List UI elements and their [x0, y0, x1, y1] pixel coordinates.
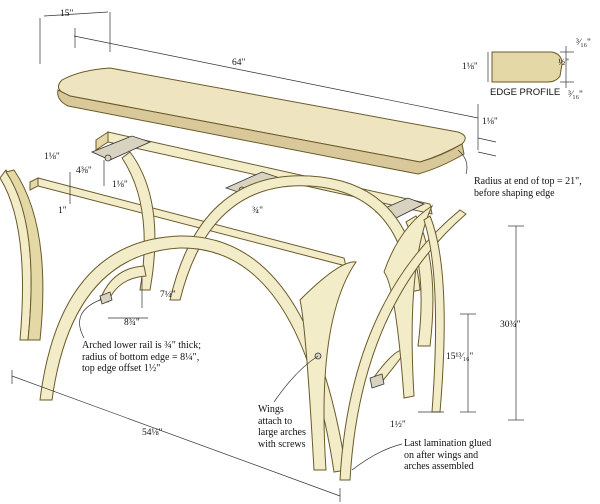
lamination-note-line-2: on after wings and [404, 449, 479, 461]
arched-lower-rail [99, 265, 147, 305]
overall-length-label: 54⅛" [142, 428, 163, 438]
top-dimension-lines [39, 11, 497, 157]
center-tab-label: ¾" [252, 206, 264, 216]
top-length-label: 64" [232, 58, 246, 68]
radius-note-line-2: before shaping edge [474, 187, 555, 199]
table-top [57, 67, 466, 175]
top-thickness-label: 1⅛" [482, 117, 498, 127]
note-leaders [79, 149, 468, 471]
rail-width-label: 1⅛" [112, 180, 128, 190]
edge-profile-top-step: ³⁄₁₆" [576, 38, 591, 48]
edge-profile-middle: ½" [558, 58, 570, 68]
lower-rail-note-line-3: top edge offset 1½" [82, 363, 161, 374]
edge-profile-thickness: 1⅛" [462, 62, 478, 72]
rail-height-label: 4⅜" [76, 166, 92, 176]
wings-note: Wings attach to large arches with screws [258, 404, 306, 450]
front-left-leg [0, 169, 44, 341]
lamination-note-line-1: Last lamination glued [404, 438, 492, 449]
back-right-wing [383, 204, 434, 399]
wings-note-line-1: Wings [258, 404, 284, 415]
edge-profile-drawing [487, 46, 574, 88]
rail-thickness-label: 1⅛" [44, 152, 60, 162]
edge-profile-title: EDGE PROFILE [490, 87, 561, 98]
wing-height-label: 15¹³⁄₁₆" [446, 352, 474, 362]
arch-height-label: 7¼" [160, 290, 176, 300]
wings-note-line-4: with screws [258, 438, 306, 450]
top-width-label: 15" [60, 9, 74, 19]
lower-rail-note-line-2: radius of bottom edge = 8¼", [82, 351, 200, 363]
edge-profile-bottom-step: ³⁄₁₆" [568, 90, 583, 100]
base-offset-label: 1½" [390, 420, 406, 430]
wings-note-line-2: attach to [258, 415, 293, 427]
lamination-note: Last lamination glued on after wings and… [404, 438, 491, 473]
lower-rail-note: Arched lower rail is ¾" thick; radius of… [82, 340, 201, 375]
overall-height-label: 30¾" [500, 320, 521, 330]
lamination-note-line-3: arches assembled [404, 461, 474, 472]
radius-note: Radius at end of top = 21", before shapi… [474, 176, 582, 199]
arch-span-label: 8¾" [124, 318, 140, 328]
rail-offset-label: 1" [58, 206, 67, 216]
wings-note-line-3: large arches [258, 427, 306, 438]
radius-note-line-1: Radius at end of top = 21", [474, 176, 582, 187]
lower-rail-note-line-1: Arched lower rail is ¾" thick; [82, 340, 202, 351]
overall-dimension-lines [11, 160, 524, 502]
